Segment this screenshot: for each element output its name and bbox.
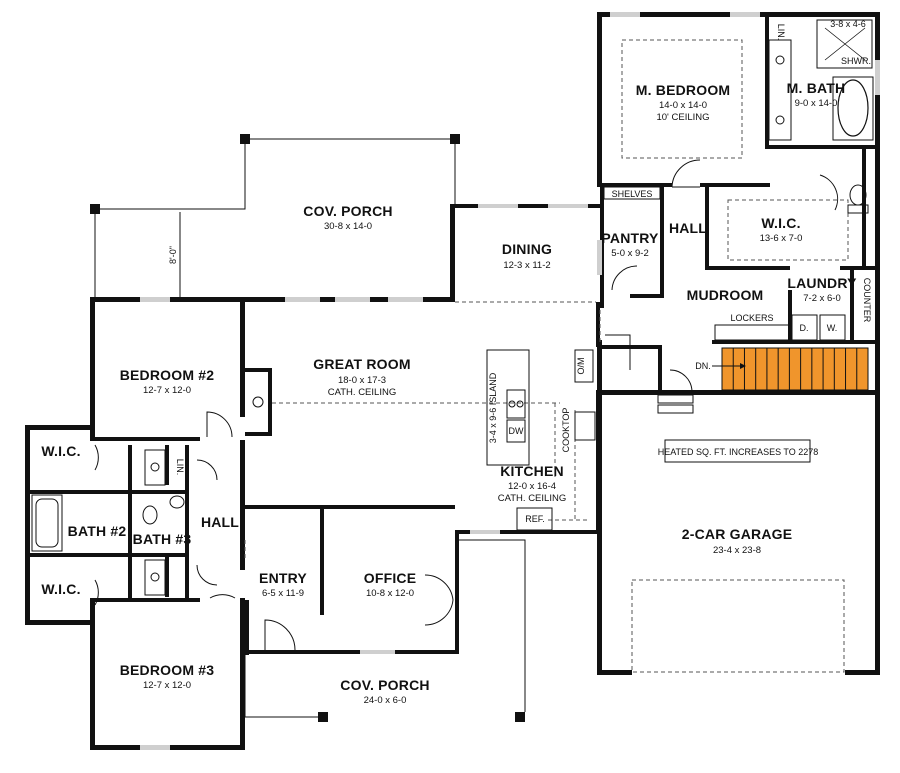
cov-porch-rear-name: COV. PORCH	[303, 203, 392, 219]
ref-label: REF.	[525, 514, 545, 524]
shelves-label: SHELVES	[612, 189, 653, 199]
heated-note: HEATED SQ. FT. INCREASES TO 2278	[658, 447, 819, 457]
entry-name: ENTRY	[259, 570, 307, 586]
cov-porch-front-name: COV. PORCH	[340, 677, 429, 693]
windows	[140, 12, 880, 750]
bath2-name: BATH #2	[68, 523, 127, 539]
wic-master-name: W.I.C.	[761, 215, 800, 231]
wic-bed2-name: W.I.C.	[41, 443, 80, 459]
hall-lower-name: HALL	[201, 514, 239, 530]
dw-label: DW	[509, 426, 524, 436]
shower-dims-label: 3-8 x 4-6	[830, 19, 866, 29]
laundry-dims: 7-2 x 6-0	[803, 293, 841, 304]
great-room-note: CATH. CEILING	[328, 387, 396, 398]
porch-lines	[94, 138, 526, 718]
fixtures	[31, 19, 874, 596]
hall-upper-name: HALL	[669, 220, 707, 236]
porch-depth-label: 8'-0"	[168, 246, 178, 264]
office-dims: 10-8 x 12-0	[366, 588, 414, 599]
lin-hall-label: LIN.	[175, 459, 185, 476]
kitchen-note: CATH. CEILING	[498, 493, 566, 504]
kitchen-dims: 12-0 x 16-4	[508, 481, 556, 492]
room-labels: COV. PORCH 30-8 x 14-0 DINING 12-3 x 11-…	[41, 80, 857, 706]
small-labels: SHELVES LIN. 3-8 x 4-6 SHWR. COUNTER LOC…	[168, 19, 872, 524]
cov-porch-rear-dims: 30-8 x 14-0	[324, 221, 372, 232]
cov-porch-front-dims: 24-0 x 6-0	[364, 695, 407, 706]
great-room-dims: 18-0 x 17-3	[338, 375, 386, 386]
stair	[712, 347, 869, 391]
dining-dims: 12-3 x 11-2	[503, 260, 550, 271]
bath3-name: BATH #3	[133, 531, 192, 547]
bedroom2-dims: 12-7 x 12-0	[143, 385, 191, 396]
m-bath-name: M. BATH	[787, 80, 846, 96]
lockers-label: LOCKERS	[730, 313, 773, 323]
counter-label: COUNTER	[862, 278, 872, 323]
lin-master-label: LIN.	[776, 24, 786, 41]
dryer-label: D.	[800, 323, 809, 333]
wic-bed3-name: W.I.C.	[41, 581, 80, 597]
m-bedroom-note: 10' CEILING	[656, 112, 709, 123]
kitchen-name: KITCHEN	[500, 463, 564, 479]
walls	[25, 12, 880, 750]
entry-dims: 6-5 x 11-9	[262, 588, 304, 599]
island-label: 3-4 x 9-6 ISLAND	[488, 372, 498, 443]
pantry-name: PANTRY	[601, 230, 659, 246]
om-label: O/M	[576, 358, 586, 375]
door-swings	[94, 159, 839, 651]
laundry-name: LAUNDRY	[787, 275, 857, 291]
great-room-name: GREAT ROOM	[313, 356, 410, 372]
dining-name: DINING	[502, 241, 552, 257]
office-name: OFFICE	[364, 570, 417, 586]
bedroom3-dims: 12-7 x 12-0	[143, 680, 191, 691]
garage-name: 2-CAR GARAGE	[682, 526, 793, 542]
m-bedroom-name: M. BEDROOM	[636, 82, 731, 98]
m-bedroom-dims: 14-0 x 14-0	[659, 100, 707, 111]
cooktop-label: COOKTOP	[561, 408, 571, 453]
dashed-lines	[244, 39, 849, 673]
shower-label: SHWR.	[841, 56, 871, 66]
bedroom2-name: BEDROOM #2	[120, 367, 215, 383]
bedroom3-name: BEDROOM #3	[120, 662, 215, 678]
garage-dims: 23-4 x 23-8	[713, 545, 761, 556]
m-bath-dims: 9-0 x 14-0	[795, 98, 838, 109]
mudroom-name: MUDROOM	[687, 287, 764, 303]
down-label: DN.	[695, 361, 711, 371]
washer-label: W.	[827, 323, 838, 333]
wic-master-dims: 13-6 x 7-0	[760, 233, 803, 244]
pantry-dims: 5-0 x 9-2	[611, 248, 649, 259]
